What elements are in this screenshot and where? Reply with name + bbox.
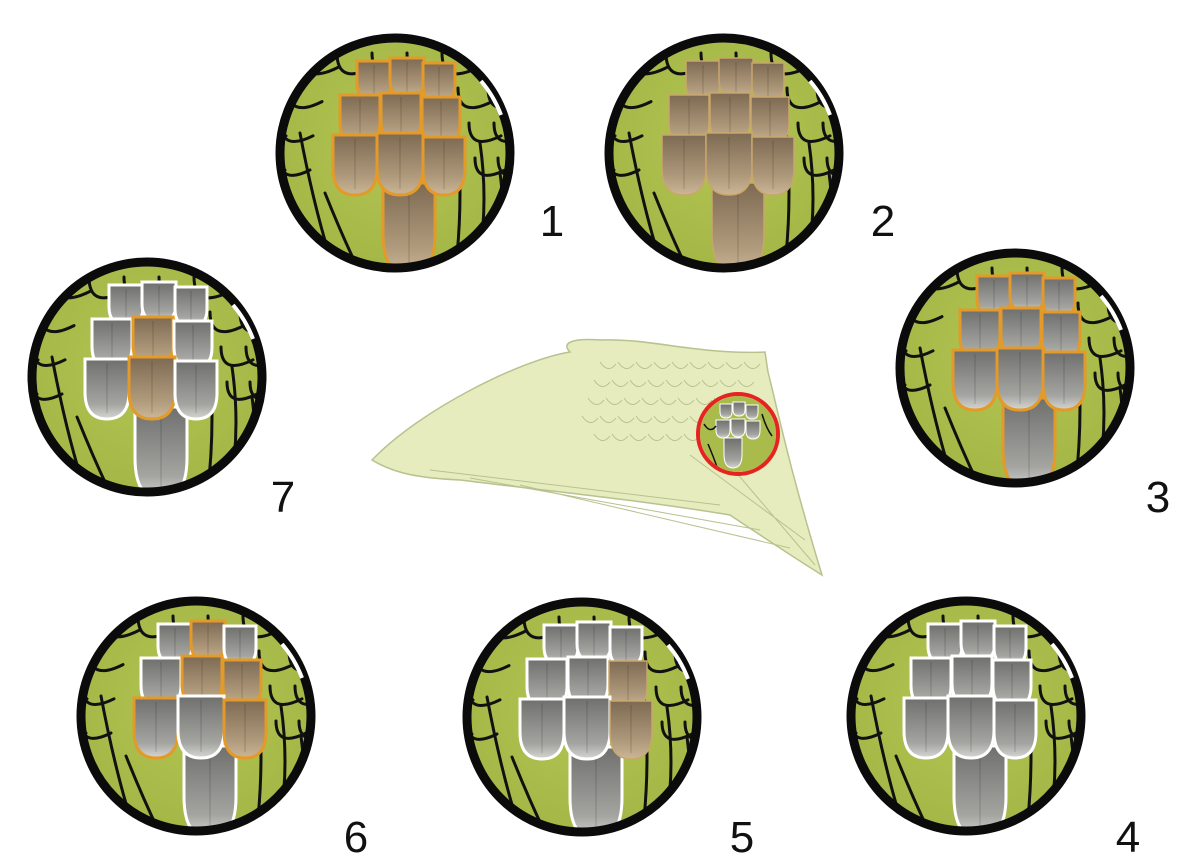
stage-1-label: 1 — [540, 197, 564, 246]
stage-3-label: 3 — [1146, 473, 1170, 522]
stage-7-label: 7 — [271, 473, 295, 522]
stage-1-magnifier — [254, 38, 528, 283]
stage-6-label: 6 — [344, 813, 368, 859]
stage-5-magnifier — [441, 602, 715, 847]
stage-3-magnifier — [874, 253, 1148, 498]
stage-4-magnifier — [825, 601, 1099, 846]
stage-7-magnifier — [6, 262, 280, 507]
stage-6-magnifier — [55, 601, 329, 846]
stage-2-label: 2 — [871, 197, 895, 246]
stage-2-magnifier — [583, 38, 857, 283]
bird-wing-icon — [372, 340, 822, 576]
stage-5-label: 5 — [730, 813, 754, 859]
stage-4-label: 4 — [1116, 813, 1140, 859]
